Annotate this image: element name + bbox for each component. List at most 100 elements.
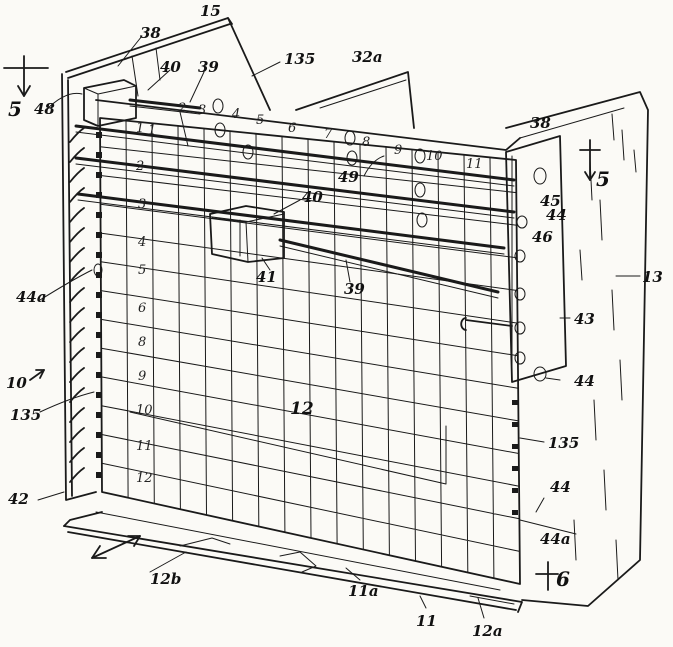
row-number: 9 — [138, 369, 146, 384]
grid-panel-12 — [99, 117, 521, 585]
upper-holes — [93, 98, 428, 277]
row-number: 5 — [138, 263, 146, 278]
left-slot — [69, 167, 85, 183]
left-slot-notch — [96, 312, 102, 318]
bottom-tray-11 — [63, 511, 523, 613]
right-slot-notch — [512, 488, 518, 493]
left-slot — [69, 307, 85, 323]
bracket-43 — [505, 135, 567, 383]
ref-label-12: 12 — [290, 399, 314, 419]
right-slot-notch — [512, 444, 518, 449]
right-slot-notch — [512, 400, 518, 405]
section-label-5: 5 — [596, 167, 610, 191]
left-slot-notch — [96, 252, 102, 258]
left-slot-notch — [96, 152, 102, 158]
ref-label-44a: 44a — [16, 288, 47, 306]
row-number: 8 — [138, 335, 146, 350]
left-slots — [69, 127, 102, 483]
ref-label-135: 135 — [284, 50, 315, 68]
partition-32a — [295, 71, 415, 129]
upper-short-rods — [128, 98, 202, 147]
reference-labels: 15 38 40 39 135 32a 5 48 49 38 5 45 44 4… — [6, 2, 663, 640]
rods-39 — [74, 124, 516, 331]
column-number: 3 — [198, 103, 206, 118]
column-number: 11 — [466, 157, 483, 172]
arrow-10 — [29, 369, 45, 381]
ref-label-46: 46 — [532, 228, 553, 246]
column-number: 6 — [288, 121, 296, 136]
ref-label-40: 40 — [160, 58, 181, 76]
ref-label-40: 40 — [302, 188, 323, 206]
row-number: 10 — [136, 403, 153, 418]
slider-block-40-middle — [209, 205, 285, 263]
left-slot — [69, 127, 85, 143]
ref-label-44: 44 — [550, 478, 571, 496]
slider-block-40-upper — [83, 79, 137, 127]
section-label-6: 6 — [556, 567, 570, 591]
left-slot — [69, 347, 85, 363]
ref-label-44: 44 — [546, 206, 567, 224]
section-marker-5-left — [3, 55, 49, 97]
ref-label-42: 42 — [8, 490, 29, 508]
column-number: 5 — [256, 113, 264, 128]
right-slot-notch — [512, 422, 518, 427]
row-number: 12 — [136, 471, 153, 486]
row-number: 1 — [136, 121, 144, 136]
column-number: 9 — [394, 143, 402, 158]
left-slot-notch — [96, 272, 102, 278]
left-slot-notch — [96, 352, 102, 358]
rod-area — [95, 99, 521, 151]
left-slot-notch — [96, 372, 102, 378]
left-slot-notch — [96, 432, 102, 438]
ref-label-13: 13 — [642, 268, 663, 286]
column-number: 10 — [426, 149, 443, 164]
ref-label-41: 41 — [256, 268, 277, 286]
row-number: 4 — [137, 235, 146, 250]
left-slot — [69, 387, 85, 403]
ref-label-45: 45 — [540, 192, 561, 210]
column-number: 8 — [362, 135, 370, 150]
column-number: 7 — [324, 127, 333, 142]
column-number: 1 — [148, 123, 156, 138]
section-label-5: 5 — [8, 97, 22, 121]
ref-label-38: 38 — [530, 114, 551, 132]
row-number: 11 — [136, 439, 153, 454]
left-slot — [69, 247, 85, 263]
left-slot-notch — [96, 412, 102, 418]
ref-label-38: 38 — [140, 24, 161, 42]
left-slot-notch — [96, 472, 102, 478]
ref-label-11a: 11a — [348, 582, 379, 600]
row-number: 3 — [138, 197, 146, 212]
ref-label-12b: 12b — [150, 570, 181, 588]
row-number: 2 — [135, 159, 144, 174]
ref-label-135: 135 — [548, 434, 579, 452]
left-slot-notch — [96, 232, 102, 238]
left-slot-notch — [96, 192, 102, 198]
left-slot-notch — [96, 332, 102, 338]
ref-label-39: 39 — [344, 280, 365, 298]
section-marker-6 — [535, 561, 559, 591]
column-number: 4 — [231, 107, 240, 122]
left-slot — [69, 327, 85, 343]
right-slot-notch — [512, 510, 518, 515]
ref-label-48: 48 — [34, 100, 55, 118]
left-slot — [69, 267, 85, 283]
left-slot — [69, 227, 85, 243]
left-slot-notch — [96, 212, 102, 218]
row-numbers: 1 2 3 4 5 6 7 8 9 10 11 12 — [135, 121, 153, 486]
left-slot — [69, 367, 85, 383]
direction-arrow-12b — [91, 535, 141, 559]
left-slot — [69, 207, 85, 223]
ref-label-12a: 12a — [472, 622, 503, 640]
ref-label-32a: 32a — [352, 48, 383, 66]
back-panel-15 — [65, 17, 271, 111]
left-slot-notch — [96, 292, 102, 298]
left-slot — [69, 407, 85, 423]
side-panel-13 — [505, 91, 649, 607]
row-number: 6 — [138, 301, 146, 316]
ref-label-15: 15 — [200, 2, 221, 20]
column-numbers: 1 2 3 4 5 6 7 8 9 10 11 — [148, 101, 483, 172]
section-marker-5-right — [579, 139, 601, 181]
right-slots — [512, 400, 518, 515]
